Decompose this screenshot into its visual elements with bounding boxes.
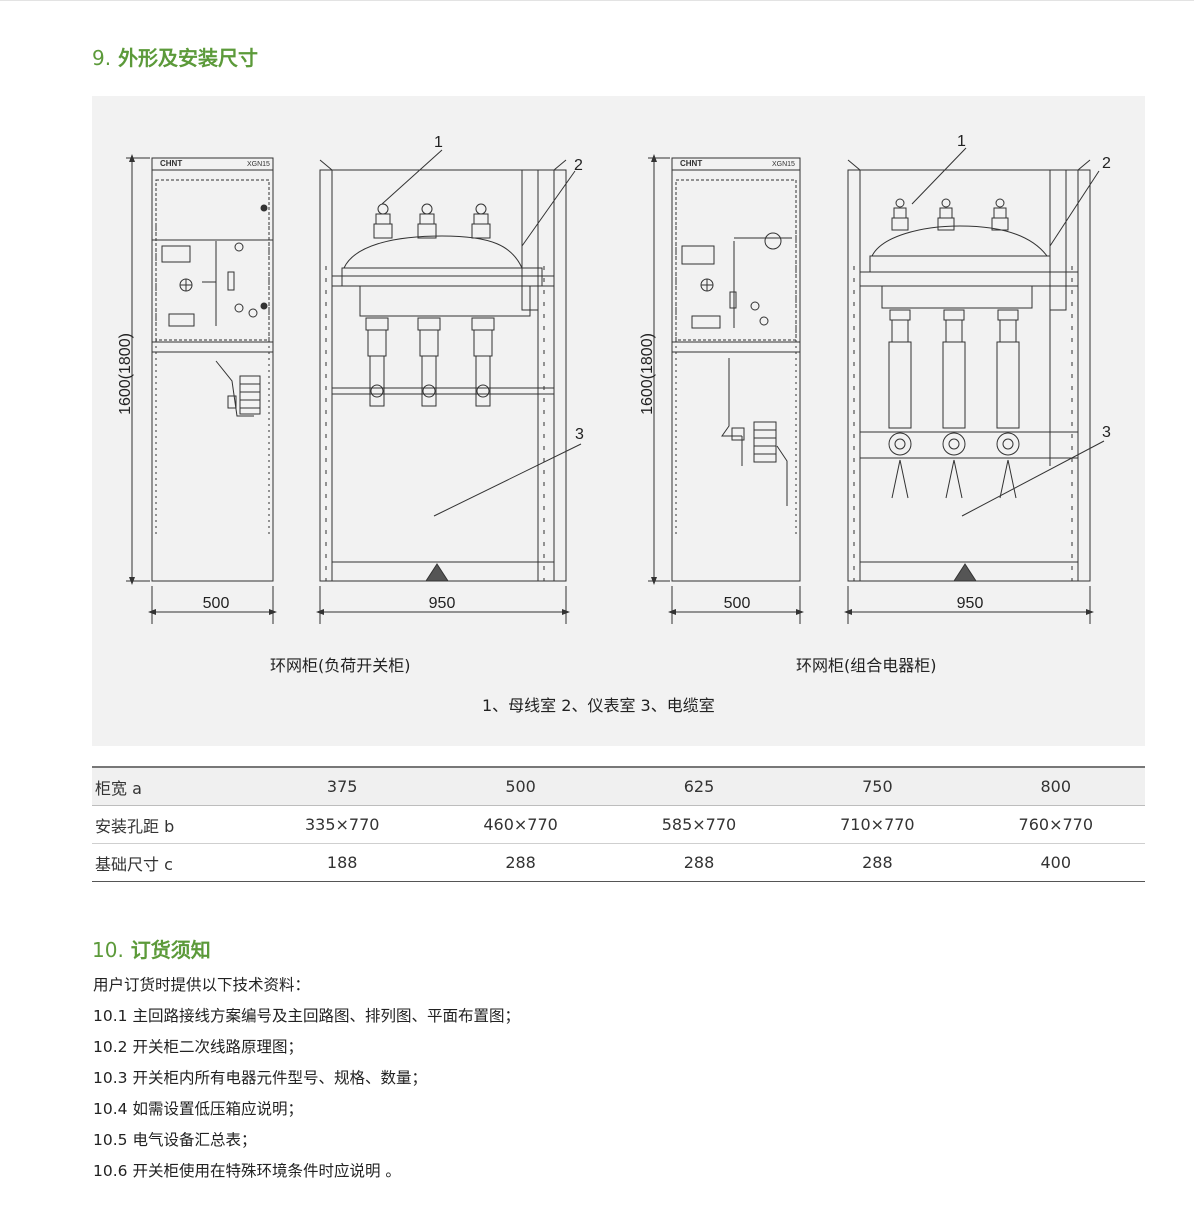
panel-a-callout-3: 3	[575, 426, 584, 443]
panel-a-height-dimension	[126, 154, 150, 585]
panel-b-height-dimension	[648, 154, 670, 585]
panel-b-callout-1: 1	[957, 133, 966, 150]
dimension-drawing-panel: CHNT XGN15 1600(1800)	[92, 96, 1145, 746]
table-cell: 375	[253, 766, 432, 806]
ordering-note-10-4: 10.4 如需设置低压箱应说明；	[93, 1100, 303, 1118]
table-cell: 460×770	[431, 805, 610, 844]
panel-a-caption: 环网柜(负荷开关柜)	[270, 656, 411, 675]
section-10-title: 10. 订货须知	[92, 934, 211, 963]
table-cell: 288	[609, 843, 789, 882]
panel-a-brand: CHNT	[160, 159, 182, 168]
compartment-legend: 1、母线室 2、仪表室 3、电缆室	[482, 696, 715, 715]
section-10-number: 10.	[92, 938, 124, 962]
cabinet-drawings: CHNT XGN15 1600(1800)	[117, 133, 1111, 624]
panel-b-caption: 环网柜(组合电器柜)	[796, 656, 937, 675]
ordering-note-intro: 用户订货时提供以下技术资料：	[93, 976, 311, 994]
ordering-note-10-3: 10.3 开关柜内所有电器元件型号、规格、数量；	[93, 1069, 427, 1087]
table-cell: 335×770	[253, 805, 432, 844]
section-9-title: 9. 外形及安装尺寸	[92, 42, 258, 71]
ordering-note-10-1: 10.1 主回路接线方案编号及主回路图、排列图、平面布置图；	[93, 1007, 520, 1025]
panel-b-side-width: 950	[957, 595, 984, 612]
top-rule	[0, 0, 1194, 1]
table-cell: 760×770	[966, 805, 1145, 844]
panel-b-side-view	[847, 159, 1091, 582]
ordering-note-10-5: 10.5 电气设备汇总表；	[93, 1131, 257, 1149]
panel-a-side-width: 950	[429, 595, 456, 612]
ordering-notes: 用户订货时提供以下技术资料： 10.1 主回路接线方案编号及主回路图、排列图、平…	[93, 970, 520, 1187]
panel-a-height-label: 1600(1800)	[117, 333, 134, 415]
panel-b-brand: CHNT	[680, 159, 702, 168]
panel-b-height-label: 1600(1800)	[639, 333, 656, 415]
section-10-heading: 订货须知	[130, 938, 211, 962]
table-cell: 750	[788, 766, 967, 806]
table-cell: 625	[609, 766, 789, 806]
panel-b-callout-3: 3	[1102, 424, 1111, 441]
table-row: 安装孔距 b 335×770 460×770 585×770 710×770 7…	[92, 805, 1145, 844]
row-label: 柜宽 a	[92, 766, 253, 806]
panel-a-callout-2: 2	[574, 157, 583, 174]
table-cell: 288	[788, 843, 967, 882]
panel-a-callout-1: 1	[434, 134, 443, 151]
table-cell: 585×770	[609, 805, 789, 844]
section-9-heading: 外形及安装尺寸	[118, 46, 259, 70]
table-cell: 500	[431, 766, 610, 806]
table-row: 柜宽 a 375 500 625 750 800	[92, 766, 1145, 806]
panel-a-model: XGN15	[247, 161, 270, 168]
table-cell: 800	[966, 766, 1145, 806]
row-label: 安装孔距 b	[92, 805, 253, 844]
panel-b-callout-lines	[911, 147, 1105, 517]
panel-a-side-view	[319, 159, 567, 582]
panel-b-model: XGN15	[772, 161, 795, 168]
table-cell: 710×770	[788, 805, 967, 844]
ordering-note-10-2: 10.2 开关柜二次线路原理图；	[93, 1038, 303, 1056]
ordering-note-10-6: 10.6 开关柜使用在特殊环境条件时应说明 。	[93, 1162, 401, 1180]
panel-a-callout-lines	[381, 149, 582, 517]
table-cell: 288	[431, 843, 610, 882]
table-row: 基础尺寸 c 188 288 288 288 400	[92, 843, 1145, 882]
panel-b-width-dimensions	[668, 586, 1094, 624]
panel-b-front-width: 500	[724, 595, 751, 612]
dimension-spec-table: 柜宽 a 375 500 625 750 800 安装孔距 b 335×770 …	[92, 766, 1145, 882]
panel-a-width-dimensions	[148, 586, 570, 624]
panel-a-front-width: 500	[203, 595, 230, 612]
section-9-number: 9.	[92, 46, 112, 70]
panel-a-front-view	[151, 157, 274, 582]
panel-b-callout-2: 2	[1102, 155, 1111, 172]
table-cell: 188	[253, 843, 432, 882]
panel-b-front-view	[671, 157, 801, 582]
row-label: 基础尺寸 c	[92, 843, 253, 882]
table-cell: 400	[966, 843, 1145, 882]
